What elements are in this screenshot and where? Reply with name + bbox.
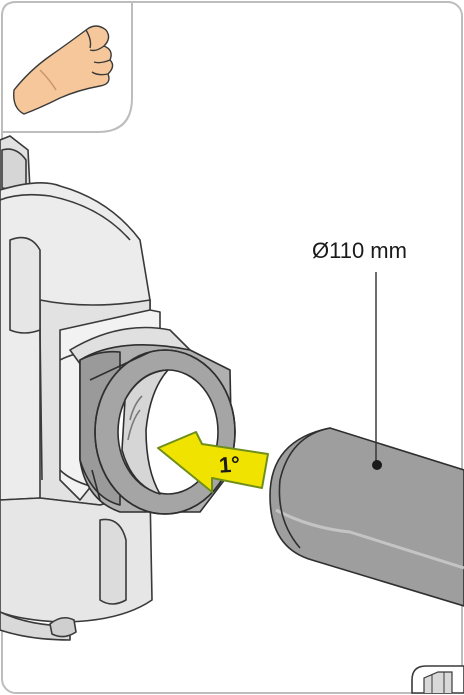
hand-push-icon bbox=[13, 25, 114, 115]
dimension-dot bbox=[372, 460, 382, 470]
pipe-diameter-label: Ø110 mm bbox=[312, 238, 407, 263]
push-arrow bbox=[157, 431, 269, 493]
panel-corner-icon bbox=[411, 665, 464, 694]
step-number-label: 1° bbox=[218, 451, 241, 478]
drain-pipe bbox=[269, 272, 464, 607]
